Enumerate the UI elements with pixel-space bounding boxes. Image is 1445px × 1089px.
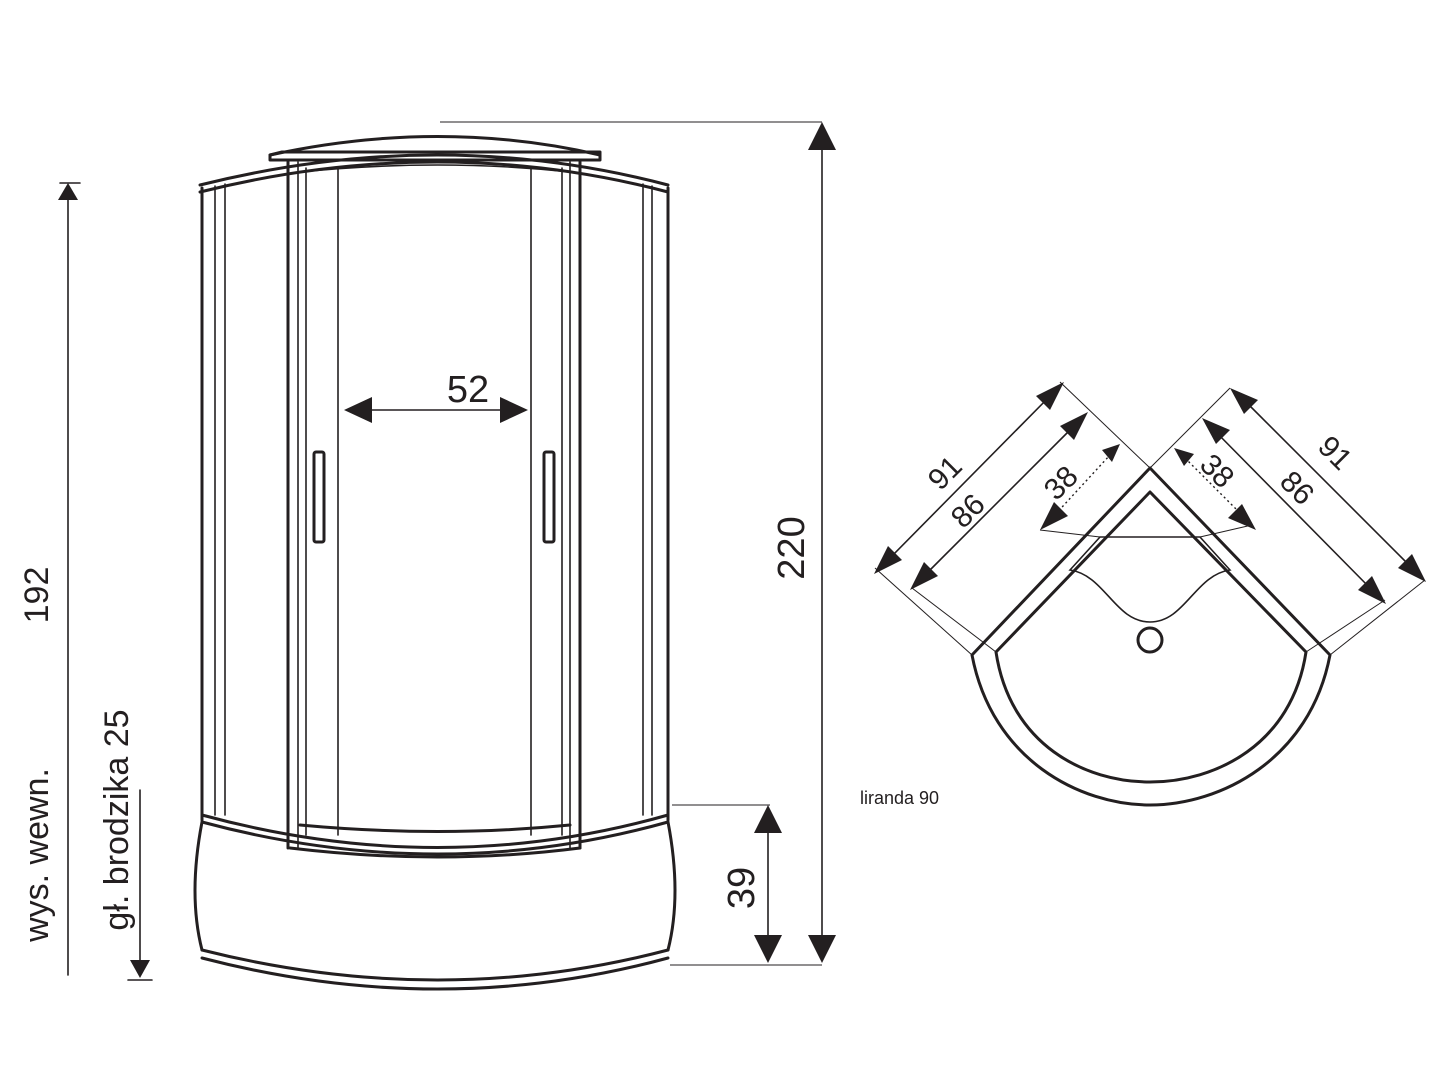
tray-height-arrow-top bbox=[754, 805, 782, 833]
shower-cabin-front-view bbox=[193, 135, 677, 991]
door-width-label: 52 bbox=[447, 369, 489, 411]
internal-height-dimension: 192 wys. wewn. bbox=[18, 182, 81, 976]
plan-left-inner-arrow-a bbox=[910, 562, 938, 590]
tray-height-label: 39 bbox=[721, 867, 763, 909]
plan-ext-left-1 bbox=[874, 567, 973, 656]
plan-left-outer-arrow-a bbox=[874, 546, 902, 574]
plan-right-inner-arrow-a bbox=[1202, 418, 1230, 444]
cabin-roof-rim bbox=[268, 150, 602, 162]
plan-ext-left-3 bbox=[1059, 381, 1151, 469]
internal-height-arrow-top bbox=[58, 183, 78, 200]
plan-right-inner-line bbox=[1213, 429, 1373, 591]
plan-right-door-label: 38 bbox=[1193, 448, 1240, 495]
total-height-arrow-bottom bbox=[808, 935, 836, 963]
door-top-rail bbox=[299, 164, 571, 173]
plan-right-inner-arrow-b bbox=[1358, 576, 1386, 604]
model-label: liranda 90 bbox=[860, 788, 939, 808]
door-handle-left bbox=[312, 450, 326, 544]
cabin-top-arc-inner bbox=[198, 160, 670, 194]
tray-depth-caption: gł. brodzika 25 bbox=[98, 709, 136, 930]
plan-right-door-arrow-a bbox=[1174, 448, 1194, 466]
plan-right-outer-line bbox=[1243, 399, 1413, 569]
drain-icon bbox=[1136, 626, 1164, 654]
door-width-arrow-right bbox=[500, 397, 528, 423]
tray-bottom bbox=[200, 948, 670, 982]
plan-right-outer-arrow-b bbox=[1398, 554, 1426, 582]
plan-ext-door-right bbox=[1199, 524, 1253, 538]
plan-left-door-line bbox=[1051, 454, 1111, 519]
tray-height-arrow-bottom bbox=[754, 935, 782, 963]
cabin-top-arc bbox=[198, 153, 670, 187]
plan-tray-basin bbox=[994, 490, 1308, 784]
plan-left-door-arrow-a bbox=[1040, 502, 1068, 530]
plan-left-outer-line bbox=[885, 393, 1053, 563]
tray-right-side bbox=[666, 820, 677, 952]
plan-ext-right-2 bbox=[1305, 599, 1386, 653]
plan-right-outer-arrow-a bbox=[1230, 388, 1258, 414]
plan-tray-step bbox=[1068, 536, 1232, 623]
total-height-dimension: 220 bbox=[440, 121, 836, 966]
shower-tray-plan-view: 91 86 38 91 86 38 bbox=[874, 381, 1426, 807]
plan-left-door-label: 38 bbox=[1038, 460, 1085, 507]
tray-top-rim-inner bbox=[200, 820, 670, 856]
tray-base bbox=[200, 956, 670, 991]
door-width-arrow-left bbox=[344, 397, 372, 423]
door-bottom-track bbox=[288, 846, 582, 859]
plan-left-outer-arrow-b bbox=[1036, 382, 1064, 410]
tray-left-side bbox=[193, 820, 204, 952]
internal-height-value: 192 bbox=[18, 567, 56, 624]
door-width-dimension: 52 bbox=[344, 369, 528, 423]
cabin-roof-top bbox=[268, 135, 602, 157]
plan-left-outer-label: 91 bbox=[922, 450, 969, 497]
tray-depth-dimension: gł. brodzika 25 bbox=[98, 709, 153, 981]
plan-right-outer-label: 91 bbox=[1311, 430, 1358, 477]
door-bottom-rail bbox=[298, 823, 572, 833]
plan-left-door-arrow-b bbox=[1102, 444, 1120, 462]
plan-left-inner-line bbox=[921, 423, 1077, 579]
plan-ext-right-1 bbox=[1329, 579, 1426, 656]
plan-right-door-arrow-b bbox=[1228, 504, 1256, 530]
plan-tray-outline bbox=[970, 466, 1332, 807]
plan-ext-door-left bbox=[1039, 529, 1101, 538]
plan-left-inner-arrow-b bbox=[1060, 412, 1088, 440]
tray-top-rim bbox=[200, 813, 670, 849]
internal-height-caption: wys. wewn. bbox=[18, 768, 56, 943]
total-height-arrow-top bbox=[808, 122, 836, 150]
tray-depth-arrow-bottom bbox=[130, 960, 150, 978]
plan-ext-right-3 bbox=[1149, 387, 1231, 469]
plan-right-door-line bbox=[1184, 457, 1243, 516]
tray-height-dimension: 39 bbox=[672, 804, 782, 963]
total-height-label: 220 bbox=[771, 516, 813, 579]
plan-ext-left-2 bbox=[911, 587, 997, 653]
plan-right-inner-label: 86 bbox=[1273, 465, 1320, 512]
door-handle-right bbox=[542, 450, 556, 544]
